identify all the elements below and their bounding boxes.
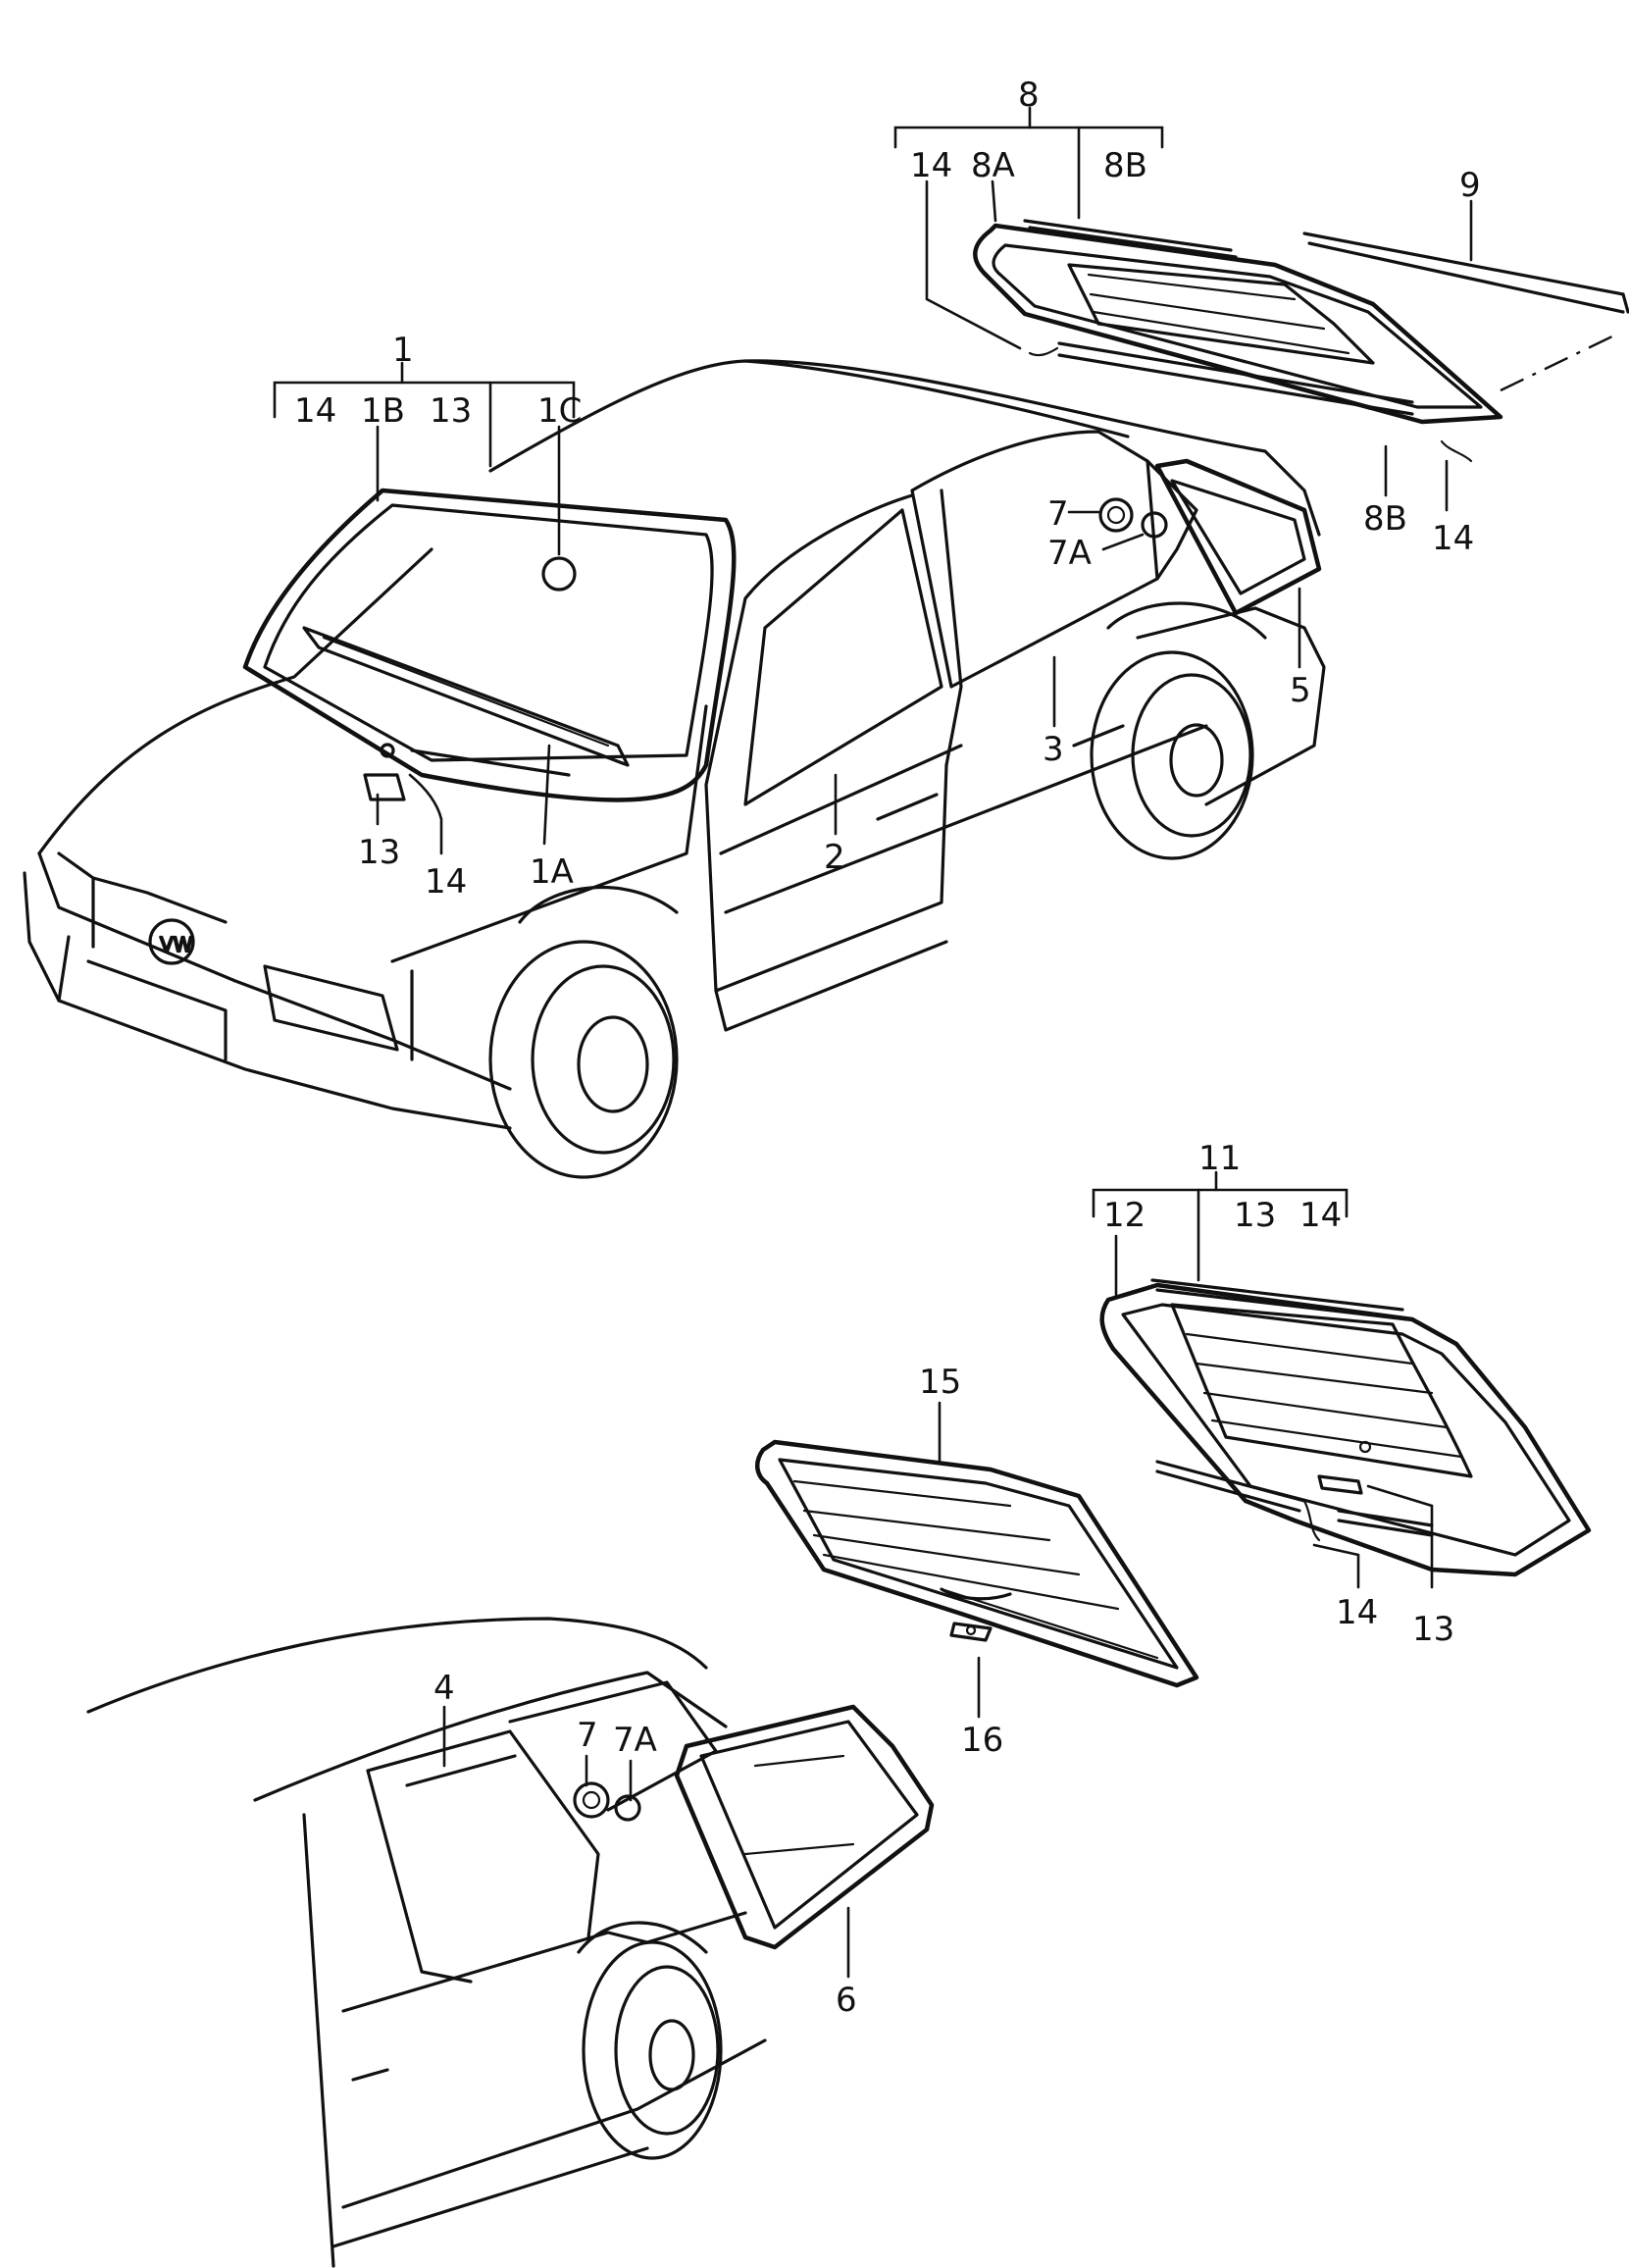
label-7-sedan: 7	[1047, 494, 1069, 534]
label-13-window15: 13	[1412, 1610, 1454, 1649]
label-11: 11	[1198, 1139, 1241, 1178]
label-8B-top: 8B	[1103, 146, 1147, 185]
label-13-windscreen: 13	[430, 391, 472, 431]
label-16: 16	[961, 1721, 1003, 1760]
label-9: 9	[1459, 166, 1481, 205]
label-13-cowl: 13	[358, 833, 400, 872]
rear-window-11	[1099, 1278, 1592, 1577]
label-1A: 1A	[530, 852, 574, 892]
label-1: 1	[392, 331, 414, 370]
label-8: 8	[1018, 76, 1040, 115]
rear-window-15	[754, 1439, 1199, 1688]
label-14-window11: 14	[1299, 1196, 1342, 1235]
label-5: 5	[1290, 671, 1311, 710]
label-8A: 8A	[971, 146, 1015, 185]
label-4: 4	[433, 1669, 455, 1708]
label-13-window11: 13	[1234, 1196, 1276, 1235]
callout-labels: 1 14 1B 13 1C 13 14 1A 8 14 8A 8B 9 8B 1…	[294, 76, 1481, 2020]
label-1C: 1C	[537, 391, 582, 431]
label-14-cowl: 14	[425, 862, 467, 902]
sedan-front-view: VW	[23, 359, 1326, 1179]
label-14-windscreen: 14	[294, 391, 336, 431]
label-7A-wagon: 7A	[613, 1721, 657, 1760]
label-14-rear-bottom: 14	[1432, 519, 1474, 558]
label-3: 3	[1043, 730, 1064, 769]
label-2: 2	[824, 838, 845, 877]
rear-window-assembly-top	[973, 219, 1629, 463]
label-8B-bottom: 8B	[1363, 499, 1407, 539]
label-12: 12	[1103, 1196, 1145, 1235]
wagon-rear-view	[86, 1617, 935, 2268]
label-14-window15: 14	[1336, 1593, 1378, 1632]
label-15: 15	[919, 1363, 961, 1402]
label-1B: 1B	[361, 391, 405, 431]
label-7-wagon: 7	[577, 1716, 598, 1755]
label-14-rear-top: 14	[910, 146, 952, 185]
label-7A-sedan: 7A	[1047, 534, 1092, 573]
label-6: 6	[836, 1981, 857, 2020]
leader-lines	[273, 106, 1473, 1979]
svg-text:VW: VW	[160, 933, 193, 956]
